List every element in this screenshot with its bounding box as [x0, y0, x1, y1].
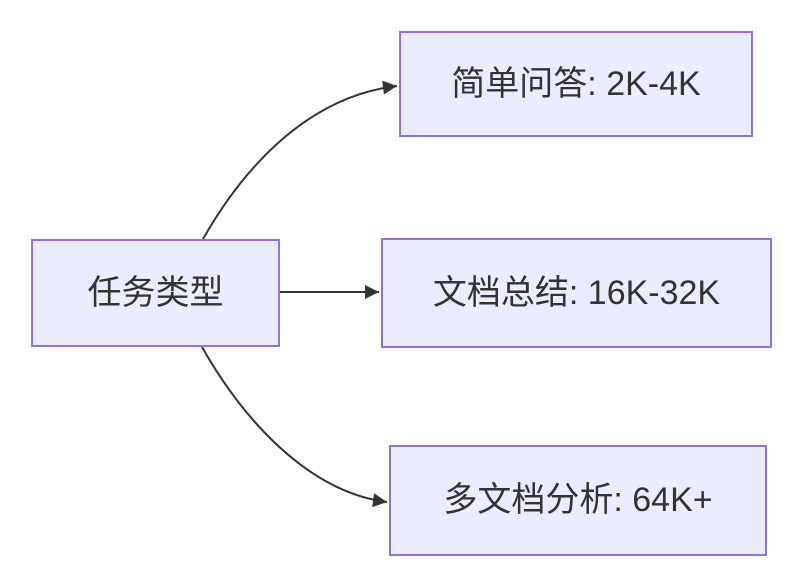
- node-simple-qa: 简单问答: 2K-4K: [399, 31, 753, 137]
- node-multidoc-analysis-label: 多文档分析: 64K+: [443, 481, 713, 520]
- node-task-type: 任务类型: [31, 239, 280, 347]
- node-doc-summary: 文档总结: 16K-32K: [381, 238, 772, 348]
- edge-root-to-multidoc-analysis: [201, 346, 388, 508]
- node-doc-summary-label: 文档总结: 16K-32K: [432, 273, 721, 312]
- node-multidoc-analysis: 多文档分析: 64K+: [389, 445, 767, 556]
- node-task-type-label: 任务类型: [87, 273, 224, 312]
- node-simple-qa-label: 简单问答: 2K-4K: [451, 64, 701, 103]
- edge-root-to-simple-qa: [202, 80, 398, 240]
